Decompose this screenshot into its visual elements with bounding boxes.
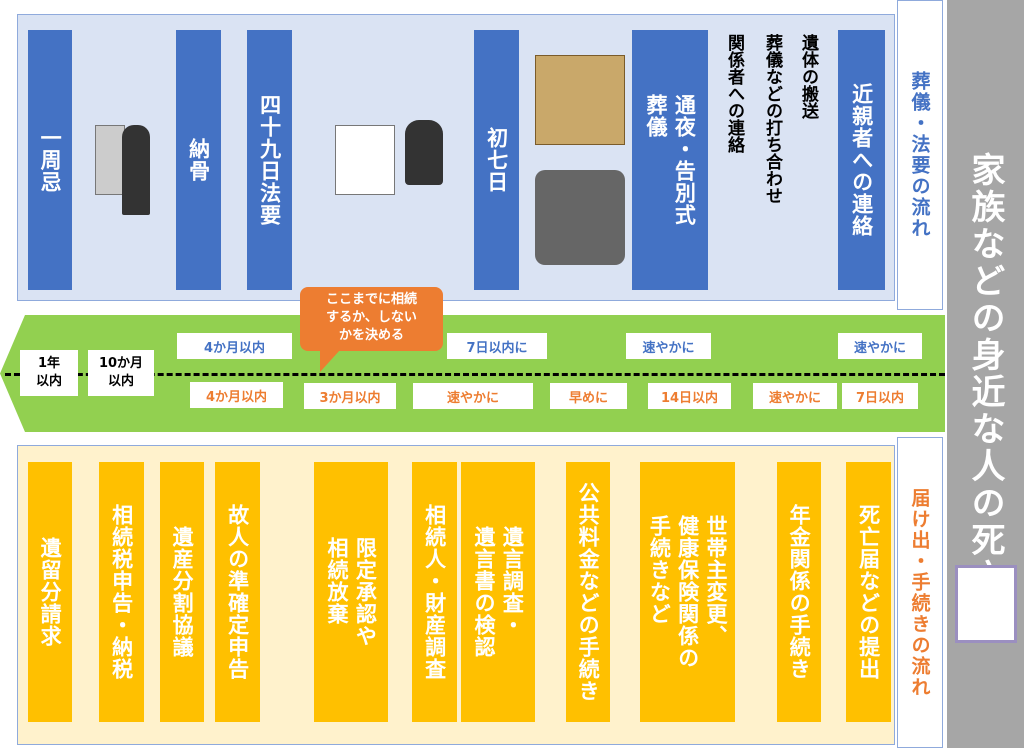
step-49th-day: 四十九日法要 xyxy=(247,30,292,290)
callout-tail xyxy=(320,350,340,372)
inheritance-decision-callout: ここまでに相続 するか、しない かを決める xyxy=(300,287,443,351)
deadline-lower-7-days: 7日以内 xyxy=(842,383,918,409)
proc-utilities: 公共料金などの手続き xyxy=(566,462,610,722)
altar-illustration xyxy=(335,125,395,195)
step-contact-relatives: 近親者への連絡 xyxy=(838,30,885,290)
proc-death-notice: 死亡届などの提出 xyxy=(846,462,891,722)
note-arrangements: 葬儀などの打ち合わせ xyxy=(762,34,782,204)
deadline-lower-promptly-1: 速やかに xyxy=(413,383,533,409)
proc-estate-division: 遺産分割協議 xyxy=(160,462,204,722)
proc-renunciation: 限定承認や 相続放棄 xyxy=(314,462,388,722)
deadline-1-year: 1年 以内 xyxy=(20,350,78,396)
kneeling-person-illustration xyxy=(405,120,443,185)
proc-pension: 年金関係の手続き xyxy=(777,462,821,722)
deadline-10-months: 10か月 以内 xyxy=(88,350,154,396)
note-contact: 関係者への連絡 xyxy=(724,34,744,153)
deadline-lower-14-days: 14日以内 xyxy=(648,383,731,409)
deadline-upper-7-days: 7日以内に xyxy=(447,333,547,359)
funeral-altar-illustration xyxy=(535,55,625,145)
deadline-lower-early: 早めに xyxy=(550,383,627,409)
funeral-flow-label: 葬儀・法要の流れ xyxy=(897,0,943,310)
deadline-upper-promptly-2: 速やかに xyxy=(838,333,922,359)
deadline-upper-promptly-1: 速やかに xyxy=(626,333,711,359)
memorial-portrait-illustration xyxy=(955,565,1017,643)
step-funeral: 通夜・告別式 葬儀 xyxy=(632,30,708,290)
step-interment: 納骨 xyxy=(176,30,221,290)
proc-reserved-portion-claim: 遺留分請求 xyxy=(28,462,72,722)
deadline-lower-4-months: 4か月以内 xyxy=(190,382,283,408)
grave-illustration xyxy=(95,125,125,195)
deadline-lower-promptly-2: 速やかに xyxy=(753,383,837,409)
deadline-upper-4-months: 4か月以内 xyxy=(177,333,292,359)
proc-household-insurance: 世帯主変更、 健康保険関係の 手続きなど xyxy=(640,462,735,722)
timeline-divider xyxy=(5,373,945,376)
step-first-anniversary: 一周忌 xyxy=(28,30,72,290)
pallbearers-illustration xyxy=(535,170,625,265)
note-transport: 遺体の搬送 xyxy=(798,34,818,119)
proc-inheritance-tax: 相続税申告・納税 xyxy=(99,462,144,722)
funeral-flow-panel xyxy=(17,14,895,301)
proc-final-tax-return: 故人の準確定申告 xyxy=(215,462,260,722)
step-7th-day: 初七日 xyxy=(474,30,519,290)
mourner-illustration xyxy=(122,125,150,215)
deadline-lower-3-months: 3か月以内 xyxy=(304,383,396,409)
proc-will-probate: 遺言調査・ 遺言書の検認 xyxy=(461,462,535,722)
proc-heir-asset-survey: 相続人・財産調査 xyxy=(412,462,457,722)
procedures-flow-label: 届け出・手続きの流れ xyxy=(897,437,943,748)
